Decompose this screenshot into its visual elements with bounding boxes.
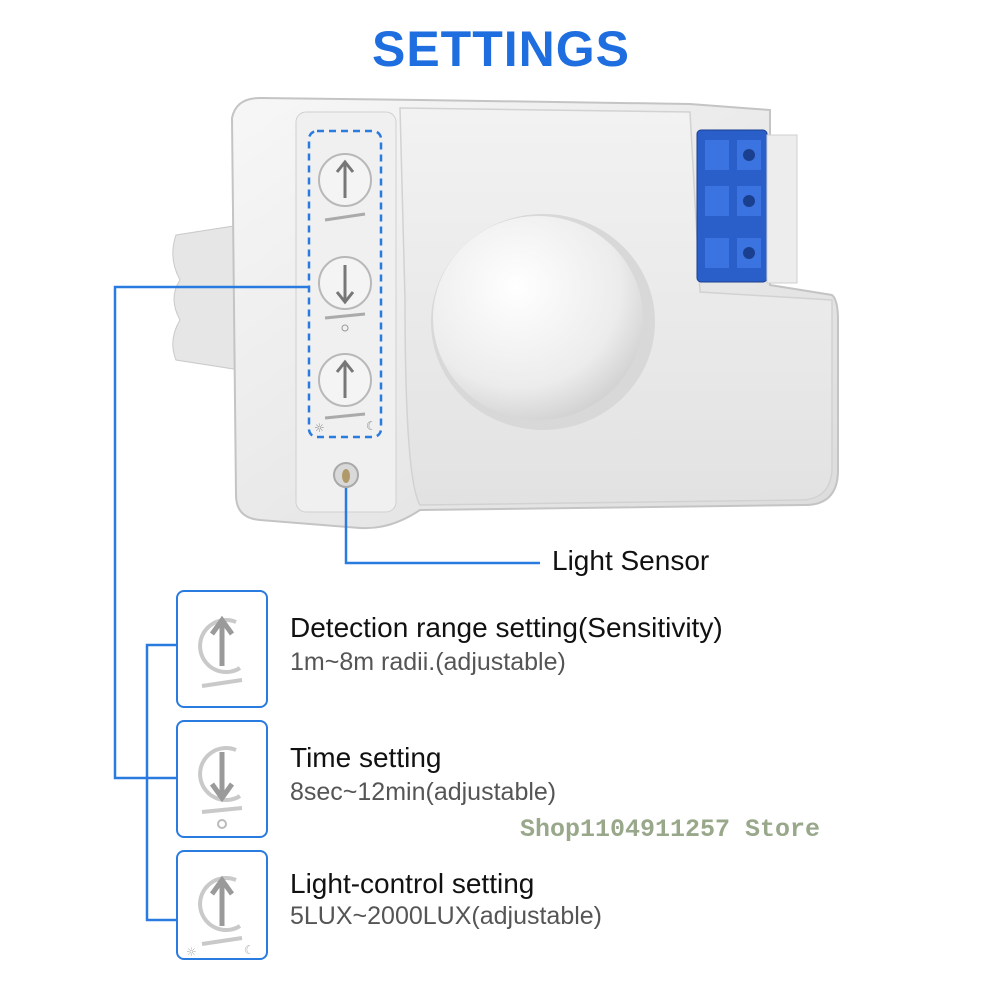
connector-lines bbox=[113, 285, 540, 922]
mounting-tab-left bbox=[172, 224, 241, 371]
store-watermark: Shop1104911257 Store bbox=[520, 815, 821, 844]
setting-range: 1m~8m radii.(adjustable) bbox=[290, 648, 566, 676]
light-sensor-lens bbox=[333, 462, 359, 488]
svg-text:☼: ☼ bbox=[314, 421, 325, 435]
svg-text:☾: ☾ bbox=[366, 419, 377, 433]
sensitivity-dial-icon bbox=[176, 590, 268, 708]
dials-dashed-outline bbox=[307, 129, 383, 439]
light-sensor-label: Light Sensor bbox=[552, 545, 710, 576]
setting-name: Time setting bbox=[290, 742, 442, 773]
terminal-block bbox=[696, 129, 798, 284]
sensor-dome bbox=[431, 214, 655, 430]
dial-light-control: ☼ ☾ bbox=[314, 353, 377, 435]
time-dial-icon bbox=[176, 720, 268, 838]
light-control-dial-icon: ☼ ☾ bbox=[176, 850, 268, 960]
setting-name: Detection range setting(Sensitivity) bbox=[290, 612, 723, 643]
svg-text:☾: ☾ bbox=[244, 943, 255, 957]
dial-sensitivity bbox=[318, 153, 372, 222]
setting-name: Light-control setting bbox=[290, 868, 535, 899]
svg-text:☼: ☼ bbox=[186, 945, 197, 959]
dial-time bbox=[318, 256, 372, 332]
page-title: SETTINGS bbox=[371, 21, 631, 77]
setting-range: 5LUX~2000LUX(adjustable) bbox=[290, 902, 603, 930]
setting-range: 8sec~12min(adjustable) bbox=[290, 778, 557, 806]
